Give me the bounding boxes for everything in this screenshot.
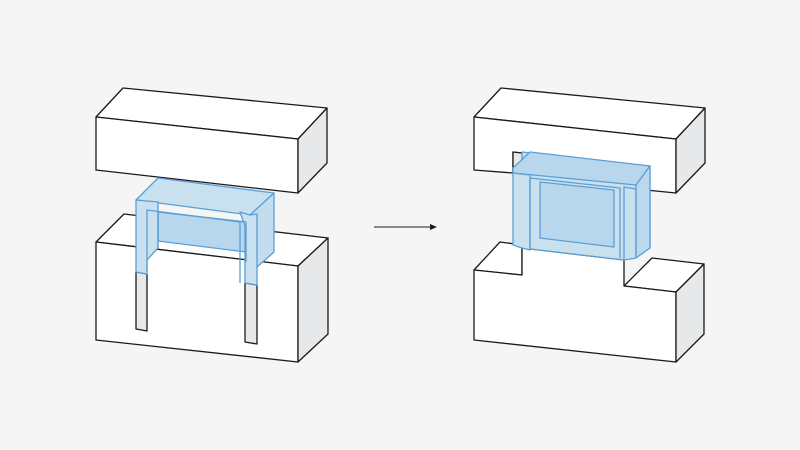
- lower-die-block-with-step: [473, 241, 705, 363]
- blue-formed-part: [512, 151, 651, 261]
- lower-block-side: [297, 237, 329, 363]
- left-slot: [135, 271, 148, 332]
- formed-part-right-leg: [623, 186, 637, 261]
- upper-die-block: [95, 87, 328, 194]
- right-slot: [244, 282, 258, 345]
- lower-right-left-step-top: [473, 241, 523, 276]
- blue-bent-part: [135, 177, 275, 286]
- part-inner-edge: [157, 211, 247, 262]
- formed-part-right-face: [635, 165, 651, 259]
- upper-right-block-side: [675, 107, 706, 194]
- process-arrow: [374, 224, 437, 230]
- lower-right-front: [473, 247, 677, 363]
- arrow-head: [430, 224, 437, 230]
- after-figure: [473, 87, 706, 363]
- formed-part-inner: [539, 181, 615, 248]
- formed-part-left-leg: [512, 172, 531, 251]
- part-right-leg: [239, 211, 258, 286]
- lower-right-side: [675, 263, 705, 363]
- upper-block-side: [297, 107, 328, 194]
- before-figure: [95, 87, 329, 363]
- formed-part-inner-edge: [529, 177, 621, 258]
